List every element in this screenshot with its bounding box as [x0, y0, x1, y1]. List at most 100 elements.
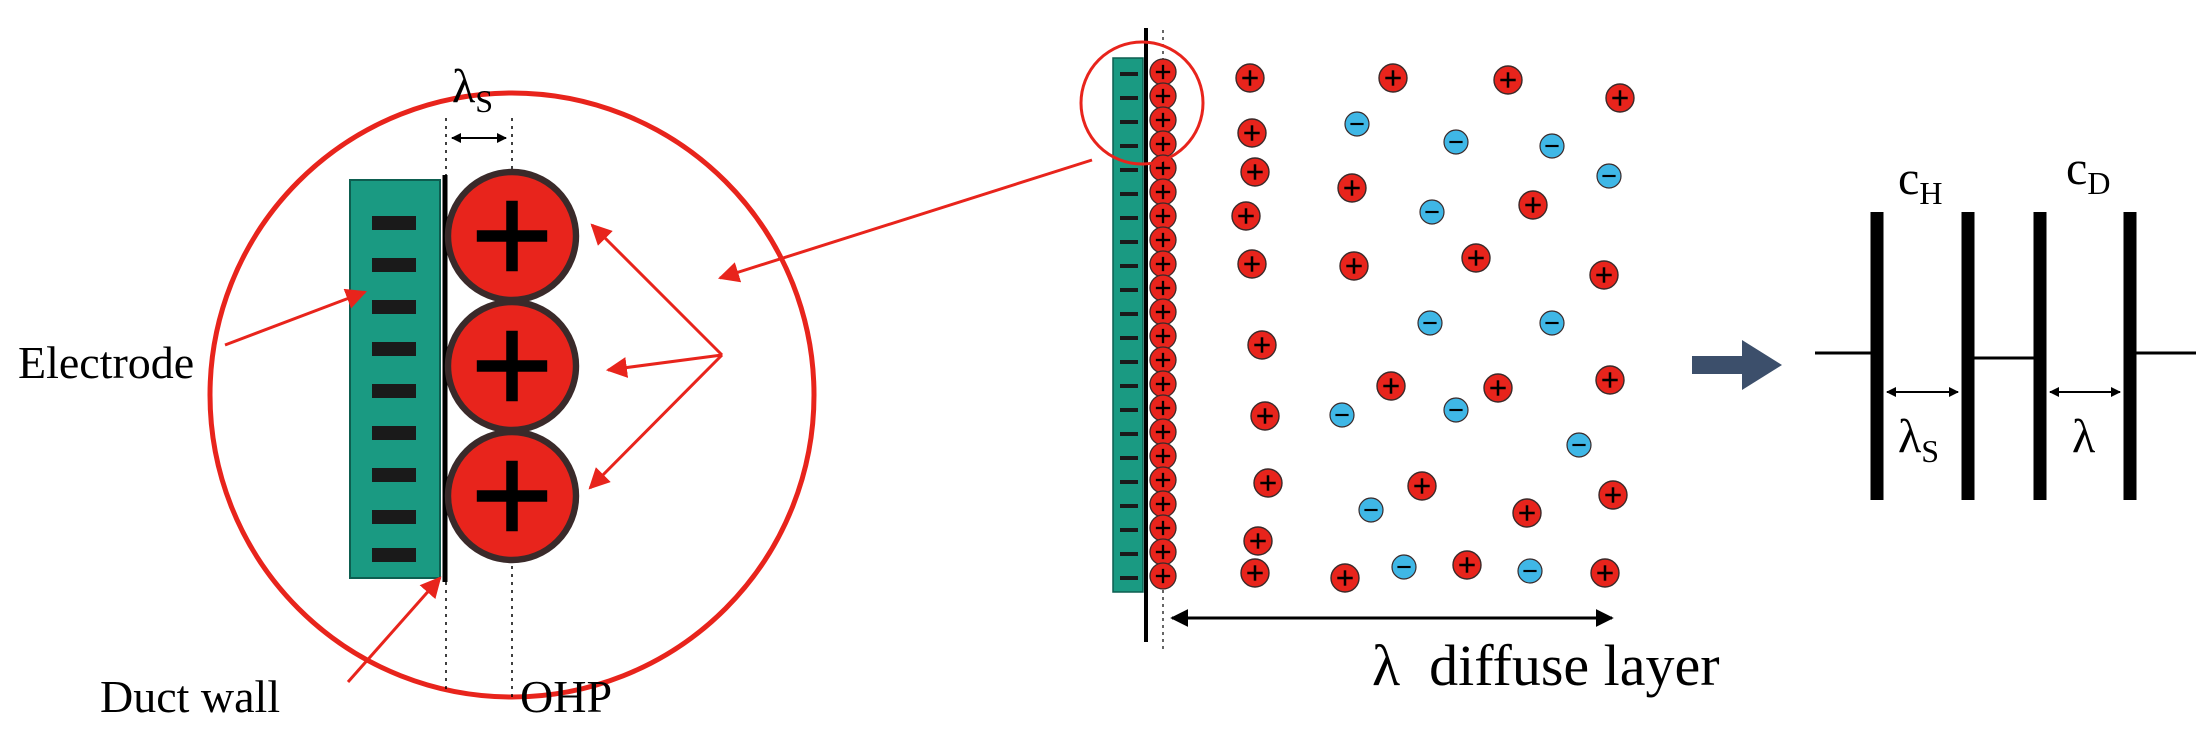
cation-icon — [1598, 480, 1628, 510]
cation-icon — [1149, 58, 1177, 86]
cation-icon — [1493, 65, 1523, 95]
electrode-minus-icon — [1120, 192, 1138, 196]
cation-icon — [1337, 173, 1367, 203]
electrode-minus-icon — [372, 384, 416, 398]
cation-icon — [444, 168, 580, 304]
cation-icon — [1149, 226, 1177, 254]
zoom-highlight-circle — [1079, 40, 1205, 166]
diffuse-layer-label: λ diffuse layer — [1372, 633, 1720, 698]
cation-icon — [1250, 401, 1280, 431]
anion-icon — [1391, 554, 1417, 580]
cation-icon — [1237, 249, 1267, 279]
cap-lambda-label: λ — [2072, 410, 2096, 463]
anion-icon — [1344, 111, 1370, 137]
magnified-view: λS Electrode Duct wall OHP — [18, 60, 817, 722]
cation-icon — [1518, 190, 1548, 220]
electrode-strip — [1112, 57, 1144, 593]
pointer-arrow-bottom — [588, 353, 724, 490]
electrode-minus-icon — [1120, 408, 1138, 412]
cation-icon — [444, 428, 580, 564]
block-arrow-right-icon — [1692, 340, 1782, 390]
electrode-minus-icon — [1120, 144, 1138, 148]
pointer-arrow-top — [590, 223, 724, 357]
cation-icon — [1149, 562, 1177, 590]
diffuse-layer-ions — [1231, 63, 1635, 593]
electrode-minus-icon — [372, 216, 416, 230]
electrode-minus-icon — [1120, 288, 1138, 292]
cation-icon — [1149, 370, 1177, 398]
anion-icon — [1329, 402, 1355, 428]
cation-icon — [1149, 274, 1177, 302]
cation-icon — [1149, 490, 1177, 518]
electrode-minus-icon — [372, 258, 416, 272]
capacitor-circuit: cH cD λS λ — [1815, 142, 2196, 500]
electrode-minus-icon — [372, 300, 416, 314]
electrode-minus-icon — [372, 468, 416, 482]
electrode-minus-icon — [1120, 264, 1138, 268]
ohp-label: OHP — [520, 671, 612, 722]
electrode-minus-icon — [1120, 504, 1138, 508]
cation-icon — [1149, 466, 1177, 494]
anion-icon — [1419, 199, 1445, 225]
electrode-minus-icon — [372, 548, 416, 562]
cation-icon — [1339, 251, 1369, 281]
c-h-label: cH — [1898, 152, 1942, 211]
cation-icon — [1149, 514, 1177, 542]
electrode-minus-icon — [1120, 552, 1138, 556]
cation-icon — [1149, 394, 1177, 422]
stern-layer-cations — [1149, 58, 1177, 590]
anion-icon — [1517, 558, 1543, 584]
cation-icon — [1589, 260, 1619, 290]
cation-icon — [1240, 558, 1270, 588]
anion-icon — [1417, 310, 1443, 336]
cation-icon — [1247, 330, 1277, 360]
cation-icon — [1330, 563, 1360, 593]
electrode-label: Electrode — [18, 337, 194, 388]
duct-wall-pointer-arrow — [346, 576, 442, 683]
cation-icon — [1149, 130, 1177, 158]
anion-icon — [1443, 129, 1469, 155]
electrode-minus-icon — [1120, 240, 1138, 244]
cation-icon — [1407, 471, 1437, 501]
cation-icon — [1149, 82, 1177, 110]
cation-icon — [1243, 526, 1273, 556]
cation-icon — [1512, 498, 1542, 528]
duct-wall-label: Duct wall — [100, 671, 280, 722]
electrode-minus-icon — [1120, 120, 1138, 124]
electrode-minus-icon — [1120, 168, 1138, 172]
electrode-minus-icon — [1120, 432, 1138, 436]
electrode-pointer-arrow — [224, 288, 367, 347]
electrode-minus-icon — [1120, 72, 1138, 76]
adsorbed-cations — [444, 168, 580, 564]
cation-icon — [1605, 83, 1635, 113]
anion-icon — [1539, 133, 1565, 159]
electrode-minus-icon — [1120, 360, 1138, 364]
electrode-minus-icon — [1120, 96, 1138, 100]
cation-icon — [1149, 538, 1177, 566]
lambda-s-label: λS — [452, 60, 493, 119]
zoom-connector-arrow — [717, 158, 1093, 283]
cation-icon — [1149, 346, 1177, 374]
anion-icon — [1566, 432, 1592, 458]
anion-icon — [1539, 310, 1565, 336]
cation-icon — [1149, 106, 1177, 134]
electrode-minus-icon — [1120, 456, 1138, 460]
electrode-minus-icon — [1120, 336, 1138, 340]
cation-icon — [1376, 371, 1406, 401]
cation-icon — [1149, 442, 1177, 470]
electrode-minus-icon — [1120, 528, 1138, 532]
cation-icon — [1149, 250, 1177, 278]
cation-icon — [1149, 322, 1177, 350]
cation-icon — [1483, 373, 1513, 403]
electrode-minus-icon — [1120, 576, 1138, 580]
electrode-minus-icon — [372, 510, 416, 524]
pointer-arrow-middle — [605, 353, 723, 378]
anion-icon — [1358, 497, 1384, 523]
cation-icon — [1231, 201, 1261, 231]
cation-icon — [1461, 243, 1491, 273]
double-layer-view: λ diffuse layer — [1079, 28, 1720, 698]
cation-icon — [1149, 202, 1177, 230]
electrode-minus-icon — [1120, 384, 1138, 388]
